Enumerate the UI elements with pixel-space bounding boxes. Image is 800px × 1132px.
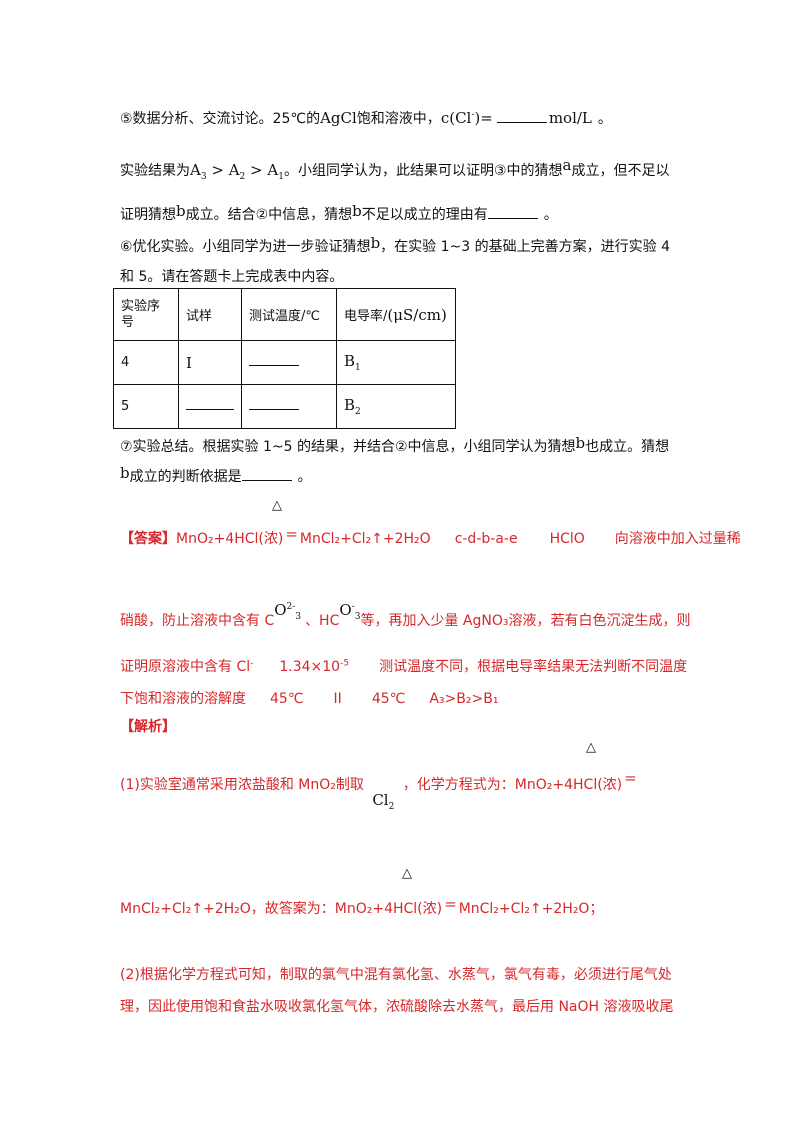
experiment-table: 实验序号 试样 测试温度/℃ 电导率/(μS/cm) 4 I B1 5 B2 bbox=[113, 288, 456, 429]
header-exp-no: 实验序号 bbox=[113, 288, 179, 341]
answer-tag: 【答案】 bbox=[120, 531, 176, 547]
delta-symbol: △ bbox=[402, 866, 412, 881]
delta-symbol: △ bbox=[272, 498, 282, 513]
prove-line: 证明猜想b成立。结合②中信息，猜想b不足以成立的理由有。 bbox=[120, 202, 558, 223]
row5-no: 5 bbox=[113, 384, 179, 429]
analysis-p2-line2: 理，因此使用饱和食盐水吸收氯化氢气体，浓硫酸除去水蒸气，最后用 NaOH 溶液吸… bbox=[120, 999, 674, 1015]
analysis-p2-line1: (2)根据化学方程式可知，制取的氯气中混有氯化氢、水蒸气，氯气有毒，必须进行尾气… bbox=[120, 967, 672, 983]
row5-sample-blank[interactable] bbox=[178, 384, 242, 429]
answer-line2: 硝酸，防止溶液中含有 CO2-3、HCO-3等，再加入少量 AgNO₃溶液，若有… bbox=[120, 601, 691, 629]
header-temp: 测试温度/℃ bbox=[241, 288, 337, 341]
result-line: 实验结果为A3 > A2 > A1。小组同学认为，此结果可以证明③中的猜想a成立… bbox=[120, 156, 670, 182]
analysis-p1-line2: MnCl₂+Cl₂↑+2H₂O，故答案为：MnO₂+4HCl(浓)=MnCl₂+… bbox=[120, 895, 604, 917]
step6-line1: ⑥优化实验。小组同学为进一步验证猜想b，在实验 1~3 的基础上完善方案，进行实… bbox=[120, 234, 670, 255]
answer-blank[interactable] bbox=[496, 121, 547, 123]
header-conductivity: 电导率/(μS/cm) bbox=[336, 288, 456, 341]
carbonate-ion: O2-3 bbox=[274, 601, 302, 622]
analysis-p1-line1: (1)实验室通常采用浓盐酸和 MnO₂制取 Cl2 ，化学方程式为：MnO₂+4… bbox=[120, 769, 637, 812]
row4-temp-blank[interactable] bbox=[241, 340, 337, 385]
cl2-formula: Cl2 bbox=[372, 791, 395, 812]
header-sample: 试样 bbox=[178, 288, 242, 341]
step7-line2: b成立的判断依据是。 bbox=[120, 464, 312, 485]
a-inequality: A3 > A2 > A1 bbox=[190, 161, 284, 182]
row4-conductivity: B1 bbox=[336, 340, 456, 385]
step5-line: ⑤数据分析、交流讨论。25℃的AgCl饱和溶液中，c(Cl-)=mol/L。 bbox=[120, 109, 612, 127]
row4-no: 4 bbox=[113, 340, 179, 385]
analysis-tag: 【解析】 bbox=[120, 719, 176, 735]
bicarbonate-ion: O-3 bbox=[339, 601, 361, 622]
step6-line2: 和 5。请在答题卡上完成表中内容。 bbox=[120, 269, 344, 285]
agcl-formula: AgCl bbox=[320, 109, 357, 127]
answer-blank[interactable] bbox=[241, 479, 292, 481]
row5-temp-blank[interactable] bbox=[241, 384, 337, 429]
row4-sample: I bbox=[178, 340, 242, 385]
ccl-expression: c(Cl-)= bbox=[440, 109, 493, 127]
delta-symbol: △ bbox=[586, 740, 596, 755]
answer-blank[interactable] bbox=[487, 217, 538, 219]
step7-line1: ⑦实验总结。根据实验 1~5 的结果，并结合②中信息，小组同学认为猜想b也成立。… bbox=[120, 434, 670, 455]
row5-conductivity: B2 bbox=[336, 384, 456, 429]
